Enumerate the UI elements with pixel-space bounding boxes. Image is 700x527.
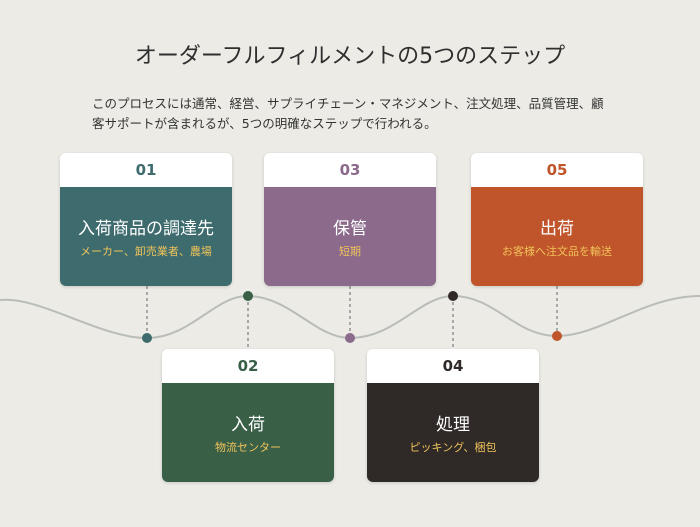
step-card-03: 03 保管 短期 — [264, 153, 436, 286]
timeline-dot-01 — [142, 333, 152, 343]
step-number: 04 — [367, 349, 539, 383]
page-title: オーダーフルフィルメントの5つのステップ — [134, 44, 566, 69]
step-body: 出荷 お客様へ注文品を輸送 — [471, 187, 643, 286]
timeline-dot-03 — [345, 333, 355, 343]
step-title: 保管 — [333, 219, 367, 239]
step-body: 入荷 物流センター — [162, 383, 334, 482]
step-number: 05 — [471, 153, 643, 187]
step-card-04: 04 処理 ピッキング、梱包 — [367, 349, 539, 482]
step-title: 出荷 — [540, 219, 574, 239]
step-number: 02 — [162, 349, 334, 383]
step-card-05: 05 出荷 お客様へ注文品を輸送 — [471, 153, 643, 286]
step-card-01: 01 入荷商品の調達先 メーカー、卸売業者、農場 — [60, 153, 232, 286]
timeline-dot-05 — [552, 331, 562, 341]
step-card-02: 02 入荷 物流センター — [162, 349, 334, 482]
step-body: 処理 ピッキング、梱包 — [367, 383, 539, 482]
step-subtitle: お客様へ注文品を輸送 — [502, 245, 612, 258]
step-subtitle: ピッキング、梱包 — [409, 441, 497, 454]
step-title: 入荷 — [231, 415, 265, 435]
step-body: 入荷商品の調達先 メーカー、卸売業者、農場 — [60, 187, 232, 286]
step-number: 03 — [264, 153, 436, 187]
timeline-dot-04 — [448, 291, 458, 301]
step-number: 01 — [60, 153, 232, 187]
step-body: 保管 短期 — [264, 187, 436, 286]
description-text: このプロセスには通常、経営、サプライチェーン・マネジメント、注文処理、品質管理、… — [92, 96, 604, 131]
step-subtitle: 短期 — [339, 245, 361, 258]
timeline-dot-02 — [243, 291, 253, 301]
step-subtitle: 物流センター — [215, 441, 281, 454]
step-title: 処理 — [436, 415, 470, 435]
step-title: 入荷商品の調達先 — [78, 219, 214, 239]
step-subtitle: メーカー、卸売業者、農場 — [80, 245, 212, 258]
